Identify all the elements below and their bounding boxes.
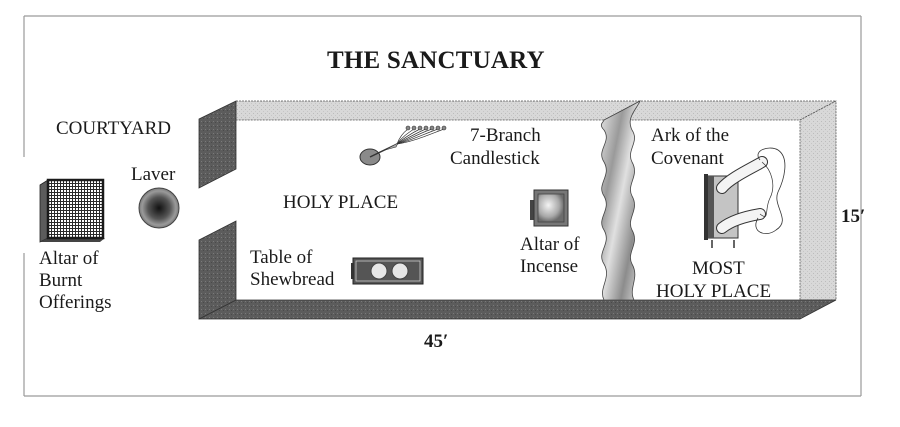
ark-of-the-covenant-icon: [704, 147, 786, 248]
ark-covenant-line: Ark of the: [651, 125, 730, 146]
altar-incense-line: Incense: [520, 256, 579, 277]
altar-of-incense-icon: [530, 189, 569, 227]
most-holy-place-line: MOST: [692, 258, 745, 279]
most-holy-place-line: HOLY PLACE: [656, 281, 772, 302]
length-dimension: 45′: [424, 331, 449, 352]
table-of-shewbread-icon: [351, 257, 424, 285]
bottom-wall: [198, 299, 837, 320]
veil-curtain: [600, 100, 641, 301]
holy-place-label: HOLY PLACE: [283, 192, 399, 213]
laver-label: Laver: [131, 164, 176, 185]
table-shewbread-line: Table of: [250, 247, 313, 268]
table-shewbread-line: Shewbread: [250, 269, 335, 290]
laver-icon: [138, 187, 180, 229]
ark-covenant-line: Covenant: [651, 148, 724, 169]
altar-burnt-offerings-line: Burnt: [39, 270, 83, 291]
page-title: THE SANCTUARY: [327, 47, 545, 74]
courtyard-label: COURTYARD: [56, 118, 171, 139]
altar-burnt-offerings-line: Offerings: [39, 292, 112, 313]
top-wall: [235, 100, 837, 121]
candlestick-icon: [359, 125, 447, 166]
altar-burnt-offerings-line: Altar of: [39, 248, 99, 269]
entrance-wall-upper: [198, 100, 237, 189]
outer-frame: [23, 15, 862, 397]
altar-of-burnt-offerings-icon: [39, 178, 105, 243]
entrance-wall-lower: [198, 220, 237, 320]
right-wall: [799, 100, 837, 301]
candlestick-line: Candlestick: [450, 148, 540, 169]
width-dimension: 15′: [841, 206, 866, 227]
candlestick-line: 7-Branch: [470, 125, 541, 146]
altar-incense-line: Altar of: [520, 234, 580, 255]
